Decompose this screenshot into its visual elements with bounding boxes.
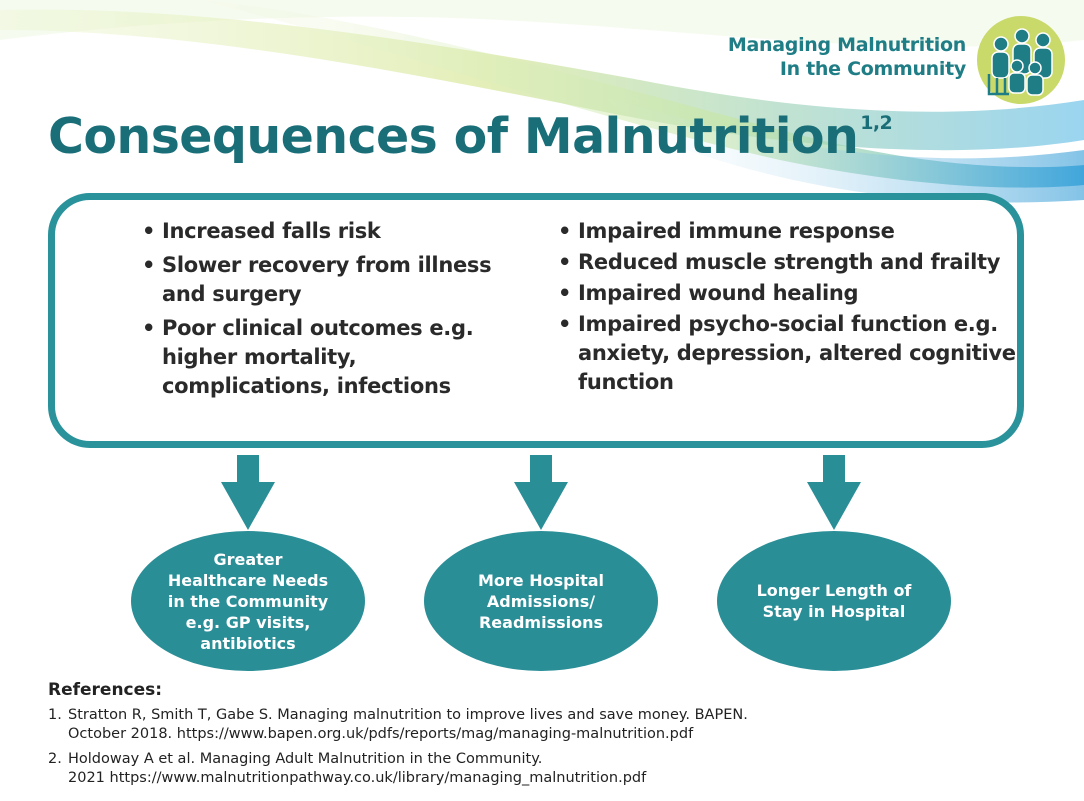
reference-url: October 2018. https://www.bapen.org.uk/p… [68,726,694,742]
title-superscript: 1,2 [860,112,893,134]
brand-line-1: Managing Malnutrition [727,34,966,56]
reference-number: 1. [48,707,62,723]
outcome-ellipse-admissions: More Hospital Admissions/ Readmissions [424,531,658,671]
consequence-item: Poor clinical outcomes e.g. higher morta… [142,314,502,401]
outcome-label: Longer Length of Stay in Hospital [756,581,912,621]
consequences-left-list: Increased falls risk Slower recovery fro… [142,217,502,406]
title-text: Consequences of Malnutrition [48,108,859,165]
consequence-item: Slower recovery from illness and surgery [142,251,502,309]
outcome-ellipse-healthcare: Greater Healthcare Needs in the Communit… [131,531,365,671]
consequence-item: Impaired wound healing [558,279,1018,308]
reference-item: 1. Stratton R, Smith T, Gabe S. Managing… [48,706,1048,744]
reference-url: 2021 https://www.malnutritionpathway.co.… [68,770,647,786]
reference-number: 2. [48,751,62,767]
consequence-item: Impaired immune response [558,217,1018,246]
brand-line-2: In the Community [779,58,966,80]
consequence-item: Increased falls risk [142,217,502,246]
reference-item: 2. Holdoway A et al. Managing Adult Maln… [48,750,1048,788]
outcome-label: More Hospital Admissions/ Readmissions [478,570,604,632]
references: References: 1. Stratton R, Smith T, Gabe… [48,680,1048,794]
references-heading: References: [48,680,163,700]
brand-name: Managing Malnutrition In the Community [728,33,966,81]
outcome-label: Greater Healthcare Needs in the Communit… [167,549,329,653]
consequences-right-list: Impaired immune response Reduced muscle … [558,217,1018,399]
community-people-logo [977,16,1065,104]
consequence-item: Reduced muscle strength and frailty [558,248,1018,277]
consequence-item: Impaired psycho-social function e.g. anx… [558,310,1018,397]
reference-text: Stratton R, Smith T, Gabe S. Managing ma… [68,707,748,723]
reference-text: Holdoway A et al. Managing Adult Malnutr… [68,751,543,767]
outcome-ellipse-length-of-stay: Longer Length of Stay in Hospital [717,531,951,671]
